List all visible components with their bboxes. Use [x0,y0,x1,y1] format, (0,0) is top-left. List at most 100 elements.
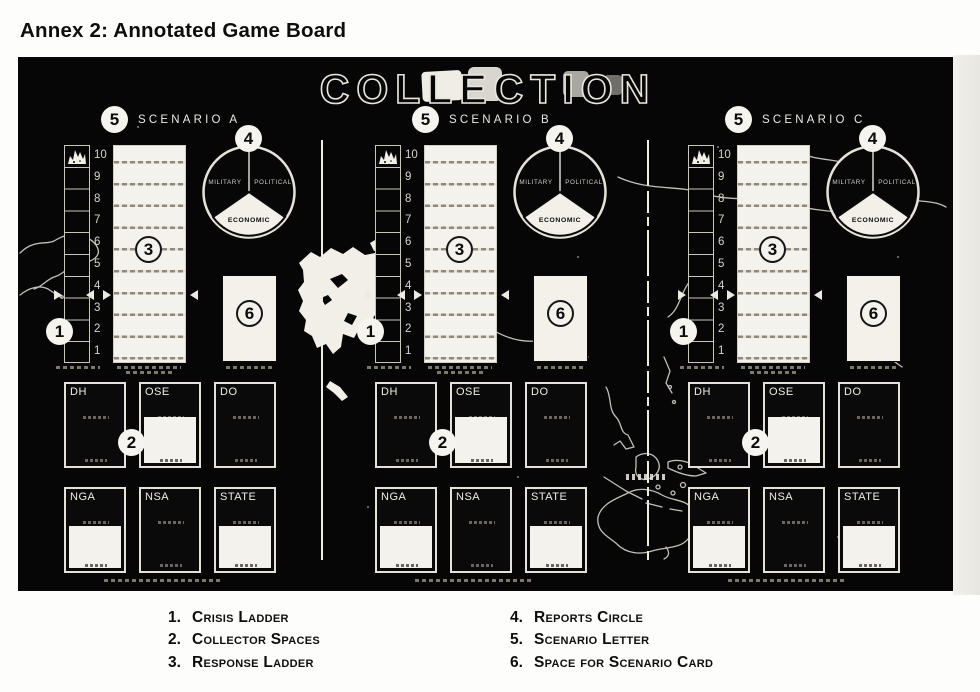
card-fine-print [546,564,568,567]
response-ladder-caption [126,371,172,374]
position-marker-icon [414,290,422,300]
sector-label-economic: ECONOMIC [539,217,581,224]
crisis-tick: 9 [94,170,101,183]
logo-distress-blotch [563,71,589,97]
crisis-tick: 2 [718,323,725,336]
position-marker-icon [678,290,686,300]
position-marker-icon [365,290,373,300]
crisis-tick: 1 [405,345,412,358]
crisis-ladder-badge: 1 [670,318,697,345]
crisis-tick: 9 [405,170,412,183]
legend-label: Collector Spaces [192,631,321,649]
collector-card-ose: OSE [139,382,201,468]
crisis-tick: 5 [718,257,725,270]
position-marker-icon [86,290,94,300]
crisis-tick: 5 [94,257,101,270]
card-white-area [144,417,196,463]
scenario-letter-badge: 5 [412,106,439,133]
collector-label: NGA [694,491,720,503]
crisis-tick: 10 [94,149,107,161]
collector-label: NGA [70,491,96,503]
reports-circle: MILITARY POLITICAL ECONOMIC [202,145,296,239]
card-fine-print [859,564,881,567]
position-marker-icon [190,290,198,300]
collector-label: NSA [769,491,794,503]
card-fine-print [857,416,883,419]
reports-circle: MILITARY POLITICAL ECONOMIC [826,145,920,239]
legend-number: 2. [168,631,181,649]
board-title: COLLECTION [320,66,656,112]
scenario-title: SCENARIO A [138,114,241,126]
card-space-caption [537,366,583,369]
card-space-badge: 6 [860,300,887,327]
card-fine-print [235,564,257,567]
crisis-ladder-caption [56,366,100,369]
legend-left-column: 1. Crisis Ladder 2. Collector Spaces 3. … [168,607,320,674]
crisis-tick: 1 [718,345,725,358]
collector-label: NSA [145,491,170,503]
legend-label: Response Ladder [192,653,314,671]
crisis-ladder-caption [680,366,724,369]
crisis-tick: 10 [405,149,418,161]
collector-label: NSA [456,491,481,503]
collector-card-state: STATE [838,487,900,573]
card-white-area [69,526,121,568]
position-marker-icon [397,290,405,300]
card-fine-print [709,564,731,567]
card-fine-print [396,459,418,462]
sector-label-economic: ECONOMIC [852,217,894,224]
collector-label: DO [844,386,862,398]
card-fine-print [83,521,109,524]
response-ladder-badge: 3 [759,236,786,263]
legend-item: 6. Space for Scenario Card [510,652,713,674]
legend-right-column: 4. Reports Circle 5. Scenario Letter 6. … [510,607,713,674]
legend-item: 4. Reports Circle [510,607,713,629]
crisis-tick: 2 [405,323,412,336]
legend-number: 1. [168,609,181,626]
card-fine-print [707,416,733,419]
collector-card-dh: DH [375,382,437,468]
legend-item: 1. Crisis Ladder [168,607,320,629]
flame-icon [68,150,86,164]
card-fine-print [471,459,493,462]
card-fine-print [469,521,495,524]
card-fine-print [83,416,109,419]
legend-item: 5. Scenario Letter [510,629,713,651]
flame-icon [692,150,710,164]
sector-label-economic: ECONOMIC [228,217,270,224]
crisis-ladder-scale: 10 9 8 7 6 5 4 3 2 1 [405,145,423,363]
card-white-area [768,417,820,463]
response-ladder-caption [750,371,796,374]
position-marker-icon [710,290,718,300]
sector-label-political: POLITICAL [254,179,292,186]
card-white-area [843,526,895,568]
collector-spaces-caption [104,579,222,582]
game-board: COLLECTION [18,57,955,591]
collector-label: STATE [844,491,881,503]
crisis-tick: 6 [94,236,101,249]
position-marker-icon [103,290,111,300]
card-space-badge: 6 [547,300,574,327]
card-fine-print [707,521,733,524]
position-marker-icon [501,290,509,300]
legend-label: Reports Circle [534,609,644,626]
collector-card-dh: DH [64,382,126,468]
collector-label: OSE [456,386,481,398]
card-fine-print [160,564,182,567]
collector-label: DH [381,386,398,398]
card-fine-print [859,459,881,462]
collector-card-do: DO [838,382,900,468]
card-fine-print [233,416,259,419]
card-space-badge: 6 [236,300,263,327]
sector-label-military: MILITARY [208,179,241,186]
crisis-tick: 4 [718,279,725,292]
crisis-tick: 7 [94,214,101,227]
card-fine-print [160,459,182,462]
collector-spaces-badge: 2 [118,429,145,456]
collector-card-ose: OSE [450,382,512,468]
logo-distress-blotch [468,67,502,101]
response-ladder-badge: 3 [446,236,473,263]
collector-label: DH [70,386,87,398]
collector-label: DO [220,386,238,398]
crisis-tick: 8 [718,192,725,205]
